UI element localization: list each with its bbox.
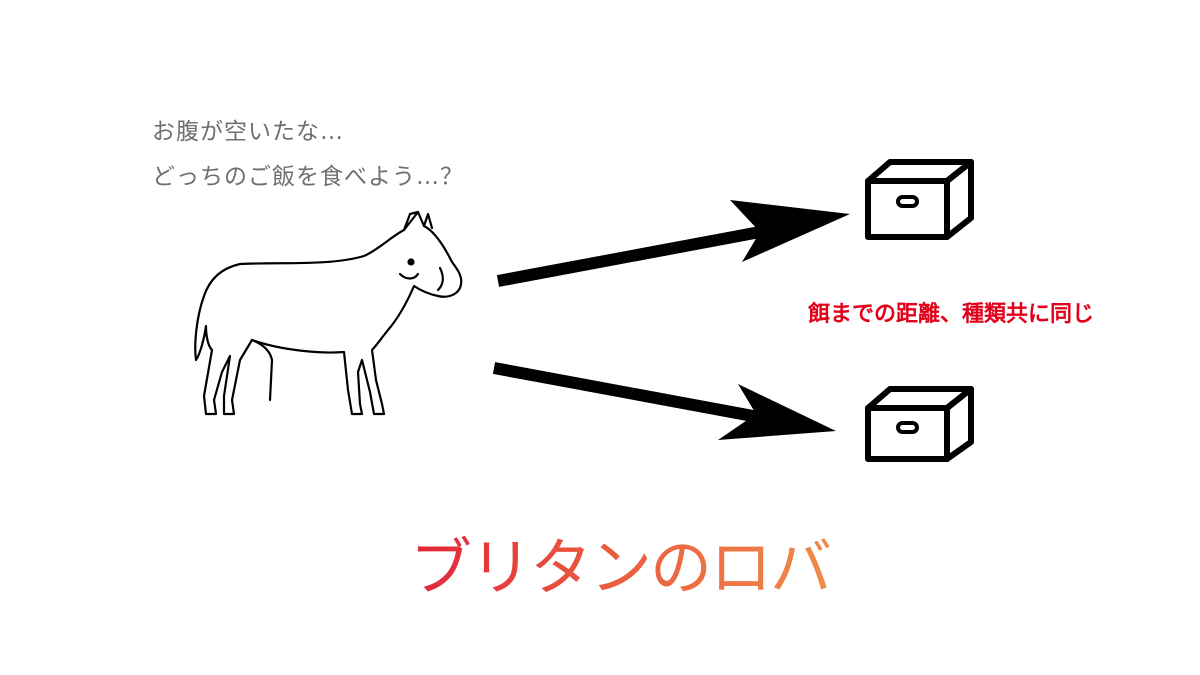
donkey-icon — [194, 210, 463, 416]
arrow-upper — [496, 200, 850, 287]
thought-line-2: どっちのご飯を食べよう…？ — [152, 164, 464, 190]
box-icon-upper — [865, 159, 974, 240]
thought-text: お腹が空いたな… どっちのご飯を食べよう…？ — [152, 110, 464, 200]
box-icon-lower — [865, 386, 974, 462]
condition-note: 餌までの距離、種類共に同じ — [808, 302, 1095, 327]
page-title: ブリタンのロバ — [410, 528, 832, 608]
thought-line-1: お腹が空いたな… — [152, 119, 344, 145]
arrow-lower — [492, 362, 836, 440]
